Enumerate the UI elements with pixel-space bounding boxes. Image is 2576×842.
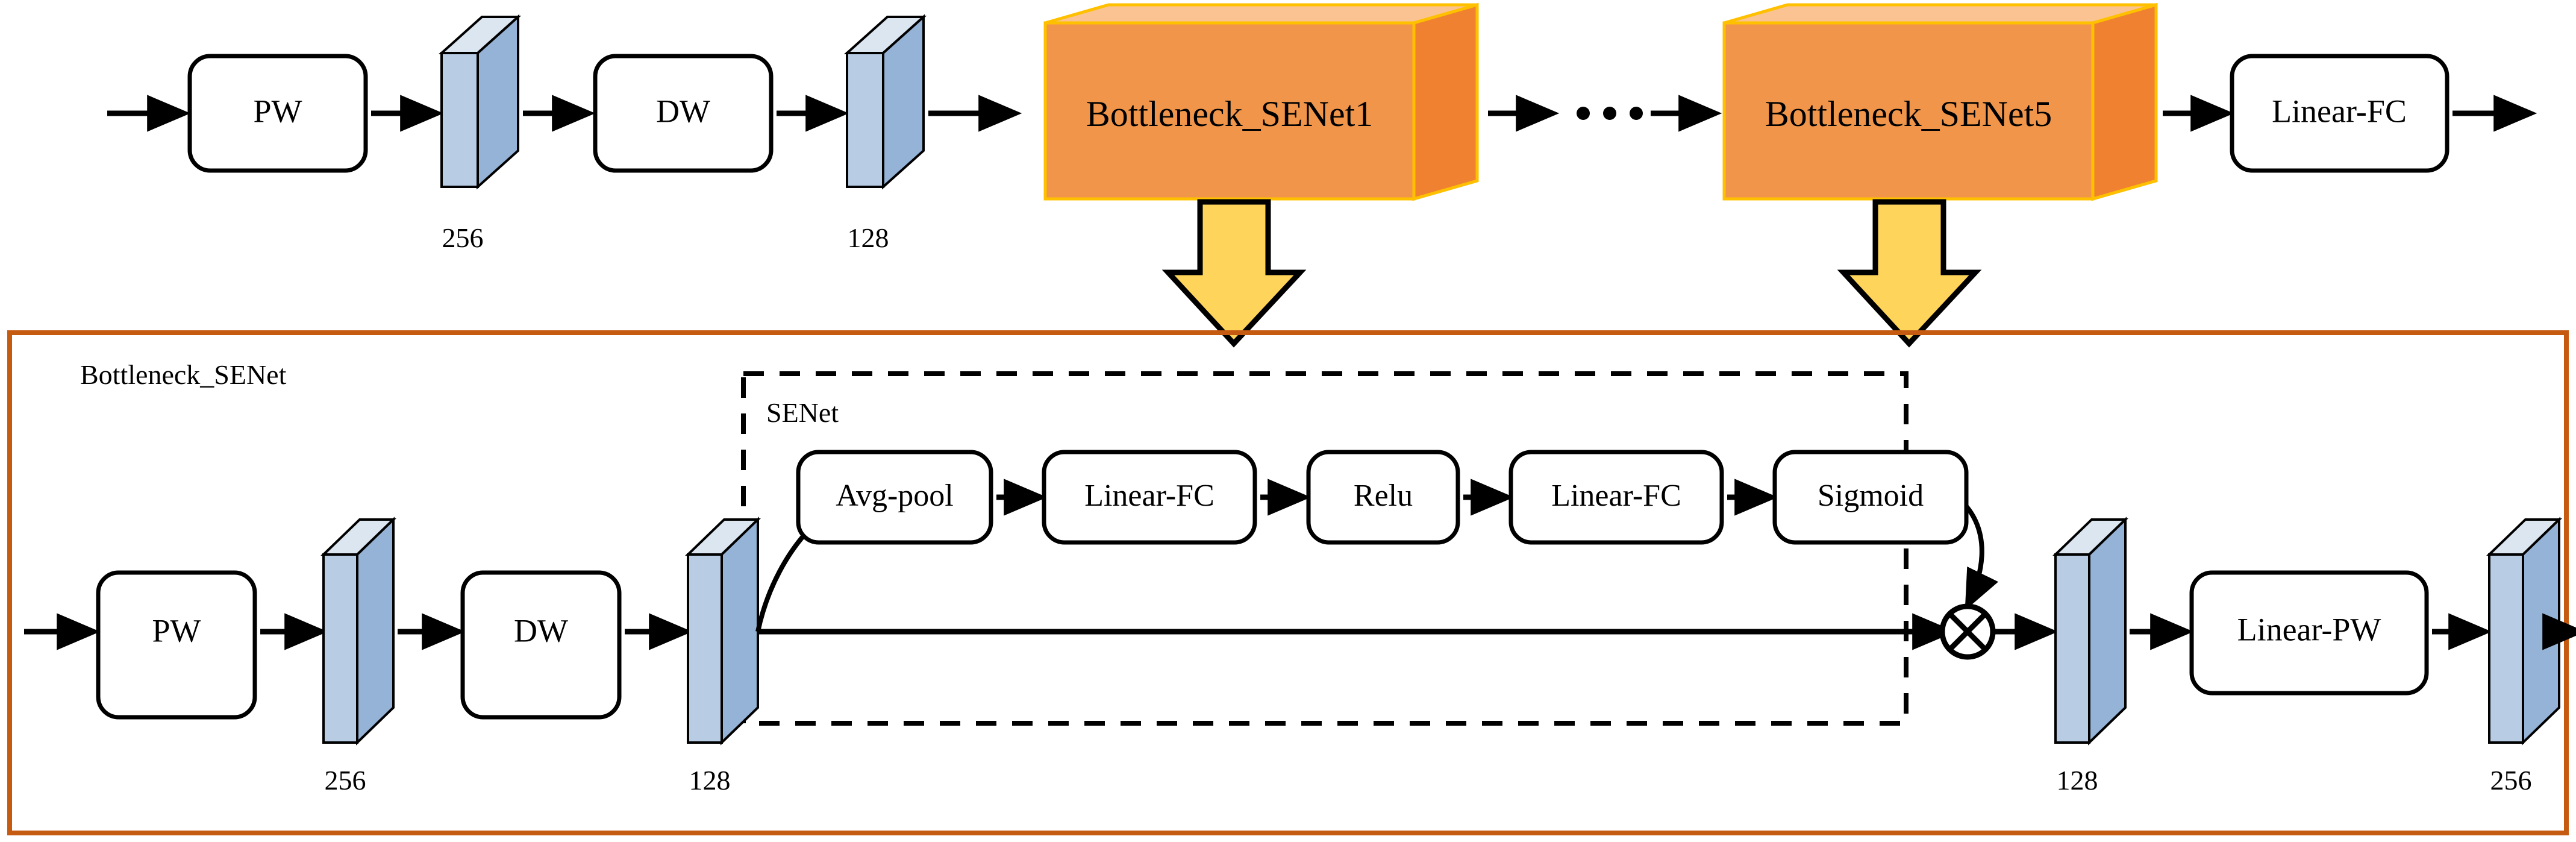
expand-arrow-left xyxy=(1161,199,1307,348)
detail-feature-map-128-branch-label: 128 xyxy=(689,765,731,796)
detail-feature-map-128-branch xyxy=(685,517,761,746)
multiply-operator-node xyxy=(1939,603,1996,660)
top-block-linear-fc[interactable] xyxy=(2230,54,2449,173)
top-feature-map-256 xyxy=(438,14,522,190)
top-feature-map-256-label: 256 xyxy=(442,222,484,253)
detail-block-dw[interactable] xyxy=(460,570,622,720)
top-block-pw[interactable] xyxy=(187,54,368,173)
detail-feature-map-128-out-label: 128 xyxy=(2057,765,2098,796)
senet-block-linear-fc-1[interactable] xyxy=(1042,450,1257,545)
expand-arrow-right xyxy=(1837,199,1982,348)
bottleneck-senet-panel-title: Bottleneck_SENet xyxy=(80,359,287,390)
senet-group-box xyxy=(741,371,1909,726)
senet-block-linear-fc-2[interactable] xyxy=(1508,450,1724,545)
senet-block-linear-fc-2-label: Linear-FC xyxy=(1551,479,1681,513)
detail-block-pw[interactable] xyxy=(96,570,257,720)
bottleneck-senet-panel xyxy=(7,330,2569,835)
senet-block-avg-pool-label: Avg-pool xyxy=(836,479,953,513)
top-ellipsis-dots xyxy=(1577,107,1643,120)
senet-group-title: SENet xyxy=(766,397,839,428)
top-feature-map-128 xyxy=(843,14,927,190)
detail-feature-map-128-out xyxy=(2052,517,2128,746)
detail-block-linear-pw-label: Linear-PW xyxy=(2237,611,2381,647)
top-block-pw-label: PW xyxy=(254,93,302,129)
detail-block-dw-label: DW xyxy=(514,612,568,649)
sigmoid-to-multiply-curve xyxy=(1964,504,1999,611)
senet-block-sigmoid-label: Sigmoid xyxy=(1818,479,1924,513)
top-block-dw-label: DW xyxy=(656,93,710,129)
senet-block-relu-label: Relu xyxy=(1354,479,1413,513)
top-feature-map-128-label: 128 xyxy=(848,222,889,253)
senet-block-relu[interactable] xyxy=(1306,450,1460,545)
top-block-bottleneck-senet5-label: Bottleneck_SENet5 xyxy=(1765,94,2052,134)
top-block-linear-fc-label: Linear-FC xyxy=(2272,93,2407,129)
top-block-bottleneck-senet1[interactable] xyxy=(1043,2,1479,201)
detail-feature-map-256-label: 256 xyxy=(325,765,366,796)
senet-block-linear-fc-1-label: Linear-FC xyxy=(1084,479,1215,513)
detail-feature-map-256-out-label: 256 xyxy=(2490,765,2532,796)
top-block-dw[interactable] xyxy=(593,54,774,173)
detail-block-linear-pw[interactable] xyxy=(2189,570,2429,696)
senet-block-sigmoid[interactable] xyxy=(1772,450,1969,545)
top-block-bottleneck-senet1-label: Bottleneck_SENet1 xyxy=(1086,94,1374,134)
senet-block-avg-pool[interactable] xyxy=(796,450,993,545)
detail-feature-map-256 xyxy=(320,517,396,746)
detail-feature-map-256-out xyxy=(2486,517,2562,746)
detail-block-pw-label: PW xyxy=(152,612,201,649)
top-block-bottleneck-senet5[interactable] xyxy=(1722,2,2158,201)
